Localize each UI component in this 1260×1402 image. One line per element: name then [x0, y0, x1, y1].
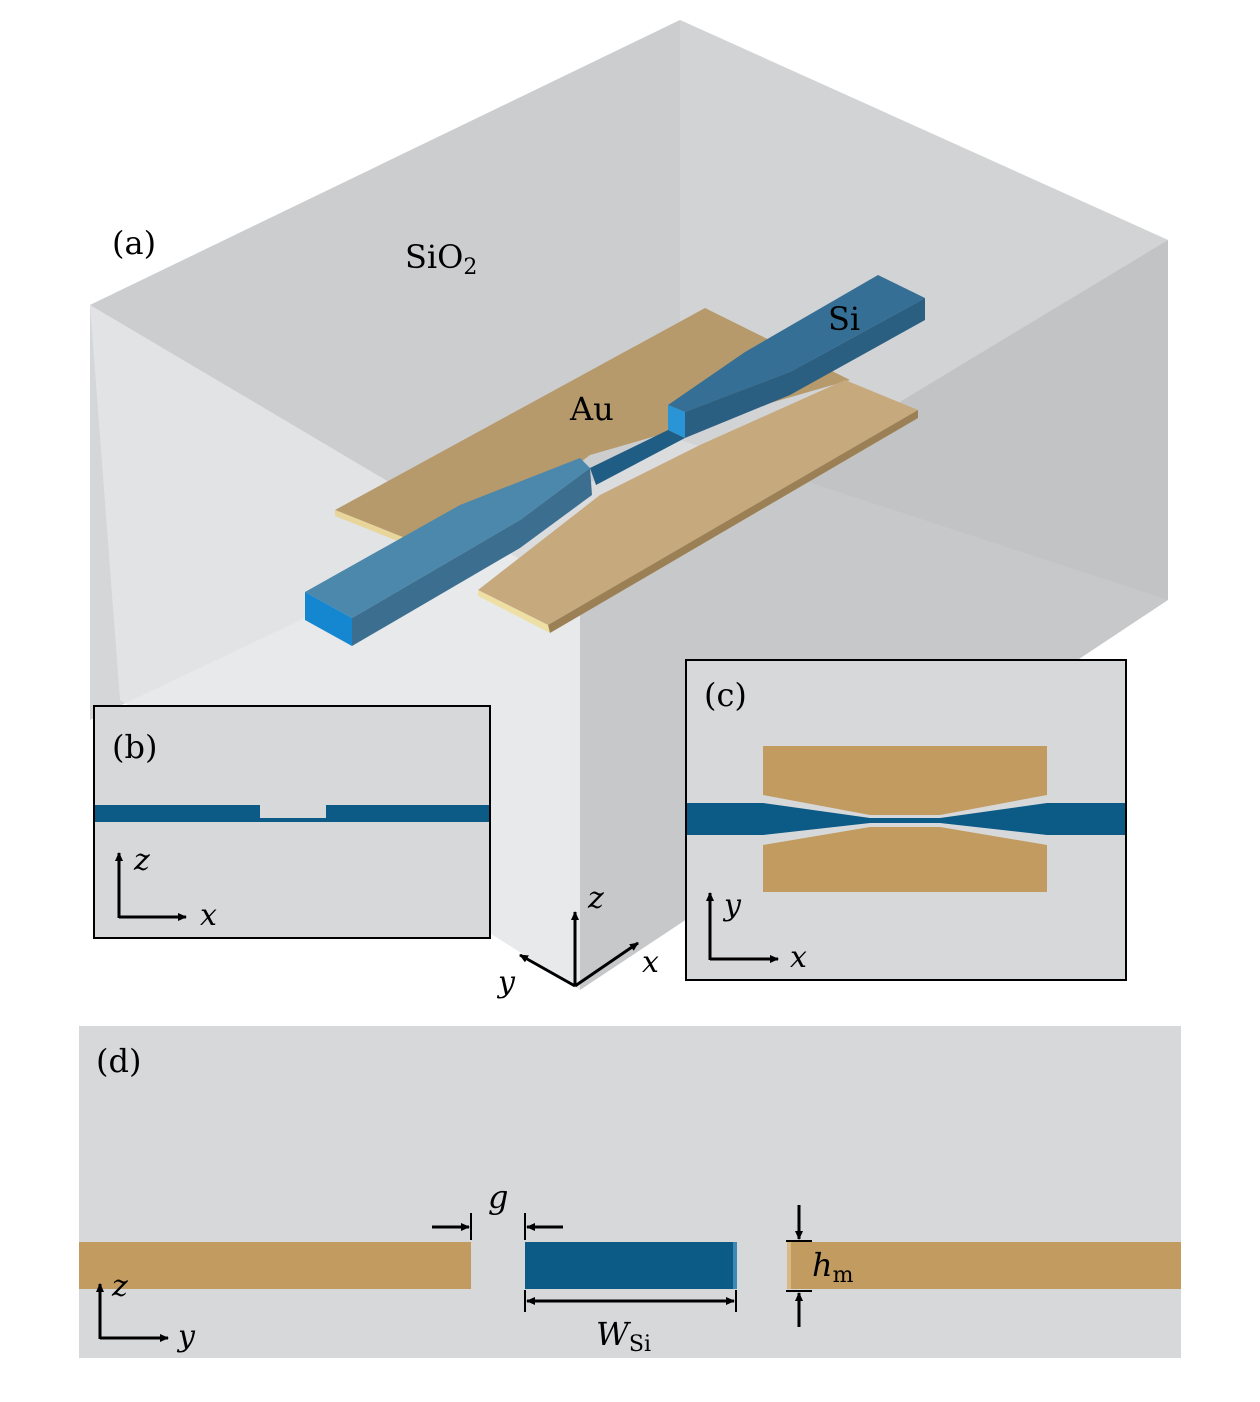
axis-3d-z-label: z — [587, 881, 604, 916]
gold-back-pad-edge — [335, 510, 410, 546]
panel-d-background — [79, 1026, 1181, 1358]
silicon-label: Si — [828, 300, 860, 338]
silicon-waveguide — [305, 275, 925, 646]
panel-d-gold-left — [79, 1242, 471, 1289]
si-left-top — [305, 458, 590, 618]
si-right-end — [668, 405, 685, 438]
gold-back-pad — [335, 308, 850, 540]
gold-front-pad-side — [548, 410, 918, 633]
panel-b-si-left — [95, 805, 260, 822]
panel-b-si-center — [260, 818, 326, 822]
panel-a-label: (a) — [112, 224, 156, 262]
panel-c-gold-top — [763, 746, 1047, 815]
panel-d: (d) g WSi hm z y — [79, 1026, 1181, 1358]
gold-label: Au — [569, 390, 614, 428]
gold-pads — [335, 308, 918, 633]
panel-b-axis-horizontal-label: x — [200, 898, 217, 933]
panel-c-si — [687, 803, 1125, 835]
width-label: WSi — [596, 1315, 651, 1357]
panel-b-axis-vertical-label: z — [133, 843, 150, 878]
si-narrow — [590, 430, 685, 485]
si-left-side — [352, 468, 592, 646]
axis-3d-x-label: x — [642, 945, 659, 980]
panel-d-axis-horizontal-label: y — [176, 1319, 196, 1354]
panel-c-label: (c) — [704, 676, 747, 714]
height-label: hm — [812, 1246, 854, 1288]
panel-d-axis-vertical-label: z — [111, 1269, 128, 1304]
oxide-label: SiO2 — [405, 238, 477, 280]
panel-c-gold-bottom — [763, 827, 1047, 892]
axes-3d: z x y — [496, 881, 659, 1000]
axis-3d-y-label: y — [496, 965, 516, 1000]
gap-label: g — [488, 1178, 508, 1216]
panel-d-gold-right — [787, 1242, 1181, 1289]
panel-c-axis-horizontal-label: x — [790, 940, 807, 975]
si-right-top — [668, 275, 925, 412]
axis-3d-y-line — [519, 953, 576, 988]
gold-front-pad-edge — [478, 590, 550, 633]
panel-d-si-edge — [733, 1242, 737, 1289]
panel-d-gold-right-edge — [787, 1242, 791, 1289]
si-right-side — [685, 298, 925, 438]
panel-c-axis-vertical-label: y — [722, 888, 742, 923]
panel-d-si — [525, 1242, 736, 1289]
panel-b: (b) z x — [93, 705, 491, 939]
si-left-end — [305, 592, 352, 646]
panel-d-label: (d) — [96, 1042, 141, 1080]
gold-front-pad — [478, 380, 918, 625]
panel-b-si-right — [326, 805, 489, 822]
panel-b-label: (b) — [112, 728, 157, 766]
axis-3d-x-line — [574, 941, 639, 988]
panel-c: (c) y x — [685, 659, 1127, 981]
